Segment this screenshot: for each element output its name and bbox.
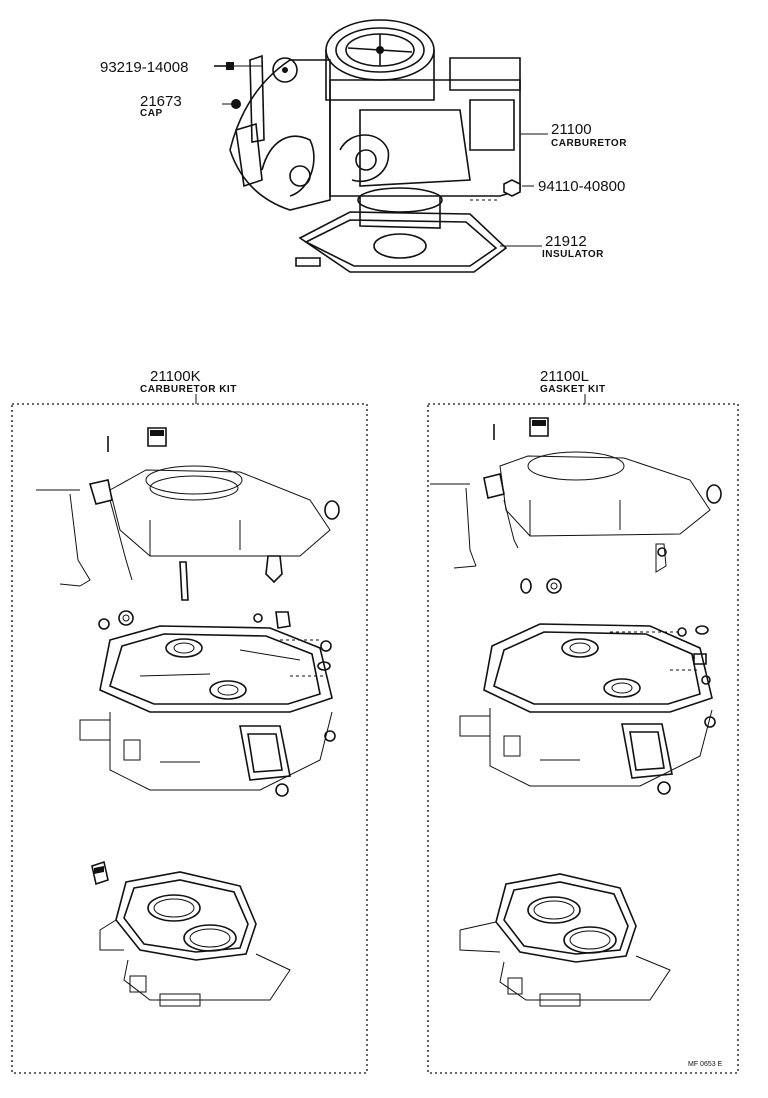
kit-number-21100l: 21100L: [540, 368, 589, 385]
part-name-cap: CAP: [140, 108, 163, 119]
part-number-21912: 21912: [545, 233, 587, 250]
part-number-21100: 21100: [551, 121, 592, 138]
gasket-kit-parts: [430, 417, 722, 1007]
figure-code: MF 0653 E: [688, 1061, 723, 1068]
kit-name-gasket-kit: GASKET KIT: [540, 384, 606, 395]
gasket-kit-box: [427, 403, 739, 1074]
carburetor-kit-box: [11, 403, 368, 1074]
kit-name-carburetor-kit: CARBURETOR KIT: [140, 384, 237, 395]
part-name-insulator: INSULATOR: [542, 249, 604, 260]
part-number-93219: 93219-14008: [100, 59, 188, 76]
part-name-carburetor: CARBURETOR: [551, 138, 627, 149]
carburetor-assembly: [214, 19, 548, 273]
kit-number-21100k: 21100K: [150, 368, 201, 385]
part-number-21673: 21673: [140, 93, 182, 110]
part-number-94110: 94110-40800: [538, 178, 625, 195]
carburetor-kit-parts: [36, 427, 340, 1007]
cap-part: [231, 99, 241, 109]
nut-part: [503, 179, 521, 197]
